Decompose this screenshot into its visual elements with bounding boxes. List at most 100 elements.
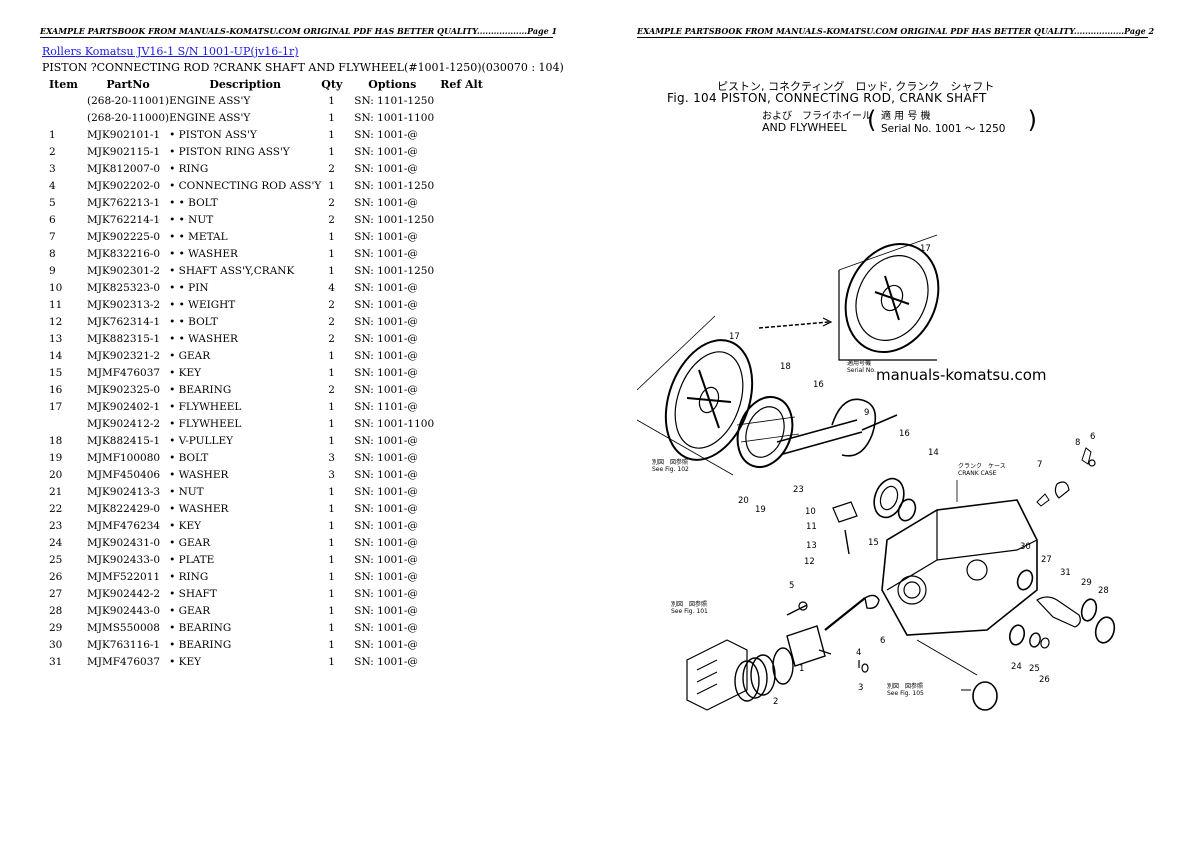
cell-ref-alt <box>434 415 483 432</box>
callout-number: 28 <box>1098 586 1109 596</box>
watermark: manuals-komatsu.com <box>876 366 1047 384</box>
cell-options: SN: 1001-@ <box>354 332 418 345</box>
cell-description: • BEARING <box>169 621 232 634</box>
cell-description: • PLATE <box>169 553 215 566</box>
cell-qty: 1 <box>328 519 335 532</box>
cell-item: 19 <box>49 451 63 464</box>
cell-qty: 1 <box>328 111 335 124</box>
cell-options: SN: 1001-@ <box>354 128 418 141</box>
cell-options: SN: 1001-@ <box>354 570 418 583</box>
cell-partno: MJMF100080 <box>87 451 161 464</box>
cell-partno: (268-20-11001) <box>87 94 170 107</box>
cell-options: SN: 1001-@ <box>354 553 418 566</box>
cell-ref-alt <box>434 330 483 347</box>
cell-description: • SHAFT <box>169 587 217 600</box>
cell-item: 30 <box>49 638 63 651</box>
cell-qty: 2 <box>328 315 335 328</box>
cell-options: SN: 1001-@ <box>354 621 418 634</box>
inset-frame <box>838 270 937 361</box>
cell-item: 7 <box>49 230 56 243</box>
cell-options: SN: 1001-1250 <box>354 213 435 226</box>
callout-number: 17 <box>920 244 931 254</box>
cell-item: 9 <box>49 264 56 277</box>
cell-options: SN: 1001-@ <box>354 519 418 532</box>
cell-ref-alt <box>434 568 483 585</box>
cell-qty: 2 <box>328 332 335 345</box>
callout-number: 3 <box>858 683 864 693</box>
cell-qty: 1 <box>328 264 335 277</box>
cell-options: SN: 1001-1100 <box>354 111 435 124</box>
serial-label: Serial No. 1001 ～ 1250 <box>881 123 1006 135</box>
cell-description: • • WEIGHT <box>169 298 236 311</box>
cell-item: 24 <box>49 536 63 549</box>
callout-number: 18 <box>780 362 791 372</box>
cell-partno: MJK902301-2 <box>87 264 161 277</box>
cell-qty: 2 <box>328 213 335 226</box>
note-serial-en: Serial No. <box>847 367 876 374</box>
model-link[interactable]: Rollers Komatsu JV16-1 S/N 1001-UP(jv16-… <box>42 45 299 58</box>
cell-partno: MJK882315-1 <box>87 332 161 345</box>
cell-ref-alt <box>434 432 483 449</box>
cell-item: 16 <box>49 383 63 396</box>
cell-item: 31 <box>49 655 63 668</box>
cell-qty: 1 <box>328 604 335 617</box>
cell-partno: MJK825323-0 <box>87 281 161 294</box>
figure-title-jp: ピストン, コネクティング ロッド, クランク シャフト <box>717 80 995 93</box>
callout-number: 24 <box>1011 662 1022 672</box>
cell-description: • BOLT <box>169 451 209 464</box>
cell-ref-alt <box>434 500 483 517</box>
cell-description: • PISTON ASS'Y <box>169 128 257 141</box>
cell-item <box>40 92 87 109</box>
cell-options: SN: 1001-@ <box>354 196 418 209</box>
cell-qty: 3 <box>328 451 335 464</box>
col-header-item: Item <box>49 78 78 91</box>
cell-description: • RING <box>169 162 209 175</box>
cell-qty: 2 <box>328 162 335 175</box>
callout-number: 2 <box>773 697 779 707</box>
cell-ref-alt <box>434 177 483 194</box>
callout-number: 12 <box>804 557 815 567</box>
cell-options: SN: 1001-@ <box>354 434 418 447</box>
note-serial-jp: 適用号機 <box>847 360 872 367</box>
callout-number: 27 <box>1041 555 1052 565</box>
cell-qty: 1 <box>328 638 335 651</box>
cell-options: SN: 1001-@ <box>354 638 418 651</box>
cell-item: 13 <box>49 332 63 345</box>
callout-number: 16 <box>899 429 910 439</box>
cell-qty: 2 <box>328 383 335 396</box>
note-101-en: See Fig. 101 <box>671 608 708 615</box>
cell-description: ENGINE ASS'Y <box>169 94 251 107</box>
cell-qty: 1 <box>328 536 335 549</box>
cell-ref-alt <box>434 398 483 415</box>
cell-item: 11 <box>49 298 63 311</box>
cell-partno: MJK902313-2 <box>87 298 161 311</box>
cell-options: SN: 1001-@ <box>354 230 418 243</box>
callout-number: 16 <box>813 380 824 390</box>
header-rule-right <box>637 37 1148 38</box>
col-header-ref-alt: Ref Alt <box>440 78 483 91</box>
cell-description: • PISTON RING ASS'Y <box>169 145 290 158</box>
callout-number: 5 <box>789 581 795 591</box>
cell-description: • FLYWHEEL <box>169 400 242 413</box>
paren-left: ( <box>867 106 877 134</box>
cell-partno: MJMF450406 <box>87 468 161 481</box>
cell-partno: MJK812007-0 <box>87 162 161 175</box>
cell-options: SN: 1001-1100 <box>354 417 435 430</box>
cell-ref-alt <box>434 585 483 602</box>
cell-description: • • BOLT <box>169 196 218 209</box>
cell-partno: MJK902442-2 <box>87 587 161 600</box>
